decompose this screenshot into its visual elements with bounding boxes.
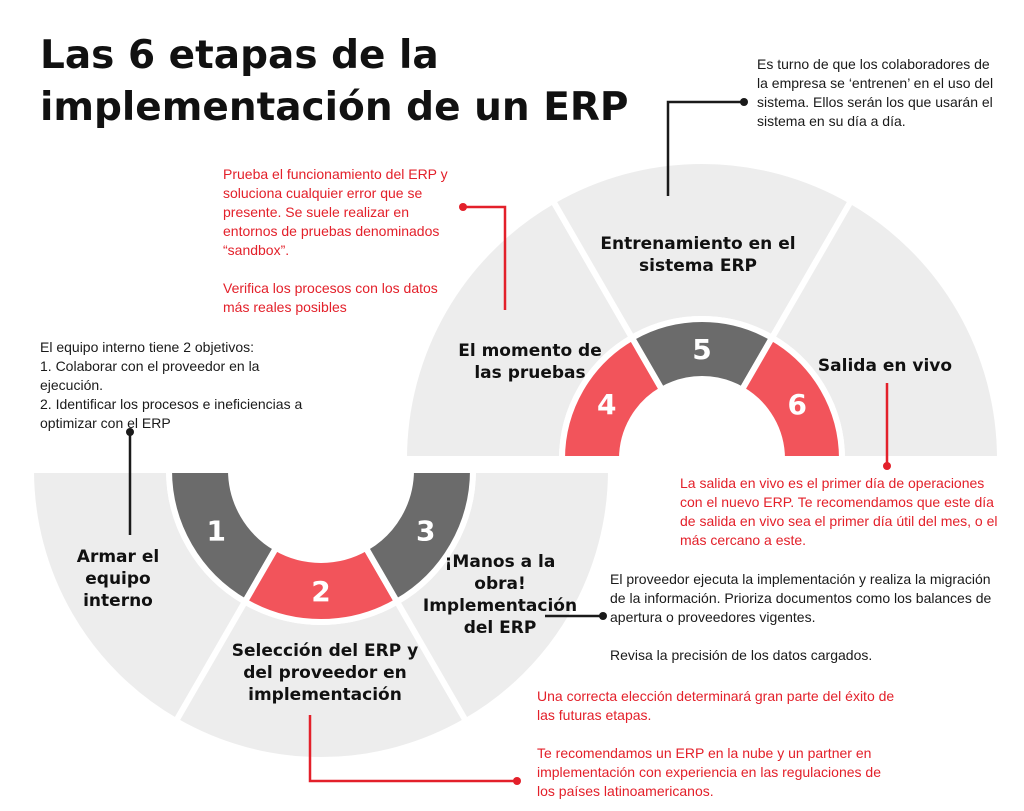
stage-1-number: 1: [206, 515, 225, 548]
stage-4-connector-dot: [459, 203, 467, 211]
stage-6-note: La salida en vivo es el primer día de op…: [680, 475, 998, 548]
page-title: Las 6 etapas de la implementación de un …: [40, 33, 629, 130]
stage-4-label: El momento de las pruebas: [458, 341, 602, 383]
stage-3-note: El proveedor ejecuta la implementación y…: [610, 571, 992, 663]
stage-4-number: 4: [597, 388, 616, 421]
stage-3-label: ¡Manos a la obra! Implementación del ERP: [422, 552, 578, 638]
stage-2-note: Una correcta elección determinará gran p…: [537, 688, 895, 799]
arc-segments: 1 2 3 4 5 6: [27, 158, 1004, 763]
stage-2-number: 2: [311, 575, 330, 608]
stage-3-number: 3: [416, 515, 435, 548]
stage-6-number: 6: [788, 388, 807, 421]
stage-6-inner-segment: [737, 333, 846, 462]
stage-6-connector-dot: [883, 462, 891, 470]
stage-2-connector-dot: [513, 777, 521, 785]
stage-5-connector-line: [666, 100, 744, 196]
stage-2-connector-line: [308, 715, 517, 783]
stage-3-connector-dot: [599, 612, 607, 620]
stage-2-label: Selección del ERP y del proveedor en imp…: [231, 641, 419, 705]
connector-lines: [126, 98, 891, 785]
stage-1-label: Armar el equipo interno: [76, 547, 160, 611]
stage-5-connector-dot: [740, 98, 748, 106]
stage-4-connector-line: [463, 205, 507, 310]
stage-4-note: Prueba el funcionamiento del ERP y soluc…: [223, 166, 448, 315]
stage-5-label: Entrenamiento en el sistema ERP: [600, 234, 796, 276]
stage-6-label: Salida en vivo: [817, 356, 953, 376]
stage-5-note: Es turno de que los colaboradores de la …: [757, 56, 994, 129]
stage-1-connector-dot: [126, 428, 134, 436]
stage-5-number: 5: [692, 333, 711, 366]
stage-1-note: El equipo interno tiene 2 objetivos: 1. …: [40, 339, 303, 431]
stage-3-inner-segment: [361, 467, 477, 606]
